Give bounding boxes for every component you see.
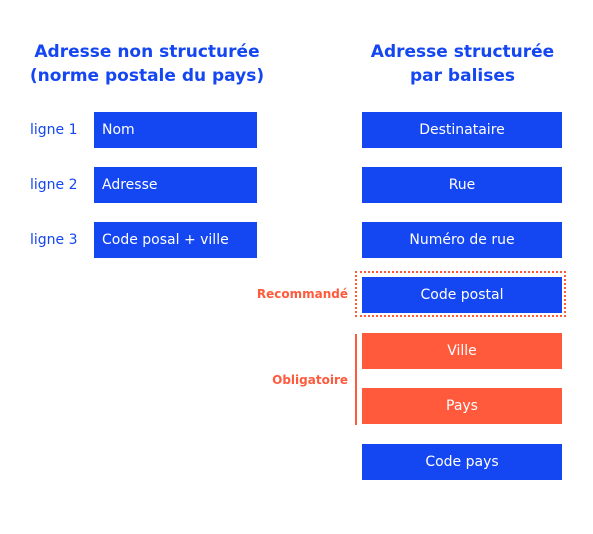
- mandatory-bracket: [355, 334, 357, 425]
- structured-heading-line2: par balises: [409, 66, 515, 86]
- line-label-3: ligne 3: [30, 232, 78, 248]
- unstructured-box-address: Adresse: [94, 167, 257, 203]
- tag-city: Ville: [362, 333, 562, 369]
- unstructured-heading-line1: Adresse non structurée: [34, 42, 260, 62]
- tag-postal-code: Code postal: [362, 277, 562, 313]
- unstructured-heading: Adresse non structurée (norme postale du…: [22, 40, 272, 88]
- tag-country-code: Code pays: [362, 444, 562, 480]
- structured-heading-line1: Adresse structurée: [370, 42, 555, 62]
- unstructured-box-name: Nom: [94, 112, 257, 148]
- line-label-2: ligne 2: [30, 177, 78, 193]
- tag-street: Rue: [362, 167, 562, 203]
- structured-heading: Adresse structurée par balises: [345, 40, 580, 88]
- recommended-frame: [355, 271, 566, 317]
- tag-recipient: Destinataire: [362, 112, 562, 148]
- tag-street-number: Numéro de rue: [362, 222, 562, 258]
- tag-country: Pays: [362, 388, 562, 424]
- unstructured-box-postcode-city: Code posal + ville: [94, 222, 257, 258]
- unstructured-heading-line2: (norme postale du pays): [29, 66, 265, 86]
- line-label-1: ligne 1: [30, 122, 78, 138]
- recommended-label: Recommandé: [256, 287, 348, 301]
- mandatory-label: Obligatoire: [272, 373, 348, 387]
